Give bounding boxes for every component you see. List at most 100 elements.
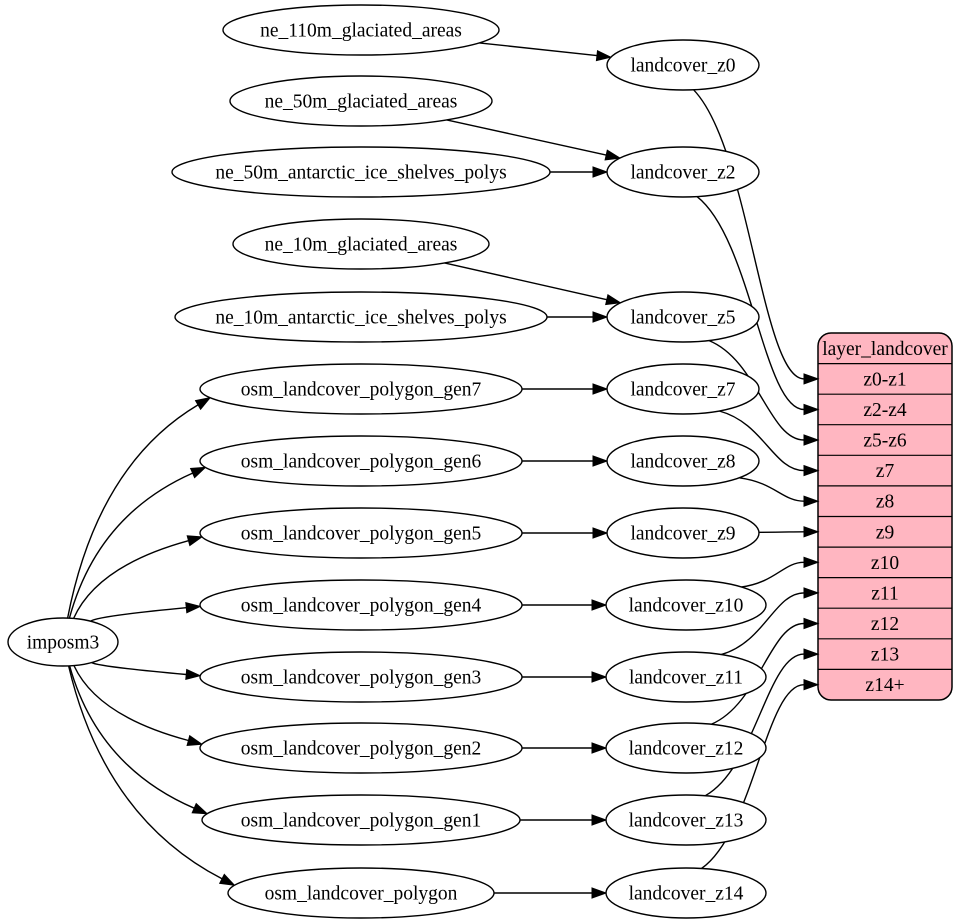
node-label: ne_10m_glaciated_areas [265,235,458,256]
edge-landcover_z9-layer_landcover-z9 [758,531,805,533]
table-row-label: z5-z6 [863,431,907,452]
node-label: ne_50m_antarctic_ice_shelves_polys [215,163,506,184]
table-layer_landcover: layer_landcoverz0-z1z2-z4z5-z6z7z8z9z10z… [817,332,953,701]
arrowhead [803,403,820,416]
table-row-label: z14+ [865,675,904,696]
node-label: osm_landcover_polygon_gen2 [241,739,481,760]
edge-landcover_z7-layer_landcover-z7 [719,410,805,472]
table-row-label: z12 [871,614,899,635]
node-label: landcover_z13 [629,811,744,832]
node-ellipse [606,507,760,559]
arrowhead [186,734,204,746]
arrowhead [185,668,202,681]
arrowhead [592,311,609,323]
node-ellipse [605,867,767,919]
arrowhead [189,466,207,479]
node-ellipse [199,722,523,774]
node-ne_10m_antarctic_ice_shelves_polys: ne_10m_antarctic_ice_shelves_polys [174,291,548,343]
node-label: landcover_z5 [630,308,735,329]
node-label: osm_landcover_polygon_gen1 [241,811,481,832]
node-ne_10m_glaciated_areas: ne_10m_glaciated_areas [232,218,490,270]
node-landcover_z14: landcover_z14 [605,867,767,919]
node-label: imposm3 [27,633,100,654]
node-osm_landcover_polygon_gen7: osm_landcover_polygon_gen7 [199,363,523,415]
arrowhead [194,396,212,411]
edge-landcover_z5-layer_landcover-z5-z6 [708,339,805,441]
arrowhead [803,495,820,507]
node-landcover_z2: landcover_z2 [606,146,760,198]
arrowhead [803,648,820,660]
arrowhead [186,535,204,547]
node-landcover_z12: landcover_z12 [605,722,767,774]
node-label: landcover_z2 [630,163,735,184]
edges-layer [66,42,820,899]
node-ne_50m_antarctic_ice_shelves_polys: ne_50m_antarctic_ice_shelves_polys [171,146,551,198]
node-ellipse [605,579,767,631]
table-row-label: z0-z1 [863,369,906,390]
node-ellipse [227,867,495,919]
arrowhead [591,814,608,826]
table-row-label: z7 [876,461,895,482]
edge-ne_110m_glaciated_areas-landcover_z0 [479,42,597,57]
node-label: landcover_z12 [629,739,744,760]
node-landcover_z11: landcover_z11 [605,651,767,703]
node-ellipse [199,651,523,703]
edge-ne_10m_glaciated_areas-landcover_z5 [444,262,607,301]
edge-landcover_z14-layer_landcover-z14+ [701,684,805,870]
node-osm_landcover_polygon_gen2: osm_landcover_polygon_gen2 [199,722,523,774]
arrowhead [591,599,608,611]
node-landcover_z10: landcover_z10 [605,579,767,631]
node-landcover_z8: landcover_z8 [606,435,760,487]
arrowhead [591,742,608,754]
node-label: osm_landcover_polygon_gen4 [241,596,482,617]
node-landcover_z0: landcover_z0 [606,39,760,91]
arrowhead [591,887,608,899]
table-row-label: z8 [876,492,894,513]
edge-landcover_z8-layer_landcover-z8 [739,477,805,502]
node-ellipse [222,4,500,56]
edge-landcover_z13-layer_landcover-z13 [704,653,805,797]
node-label: ne_50m_glaciated_areas [265,92,458,113]
node-ellipse [7,617,119,667]
arrowhead [191,802,209,815]
node-osm_landcover_polygon_gen6: osm_landcover_polygon_gen6 [199,435,523,487]
arrowhead [803,678,820,691]
node-landcover_z9: landcover_z9 [606,507,760,559]
node-ellipse [605,794,767,846]
node-ellipse [606,363,760,415]
node-ellipse [174,291,548,343]
node-label: landcover_z11 [629,668,743,689]
node-ne_50m_glaciated_areas: ne_50m_glaciated_areas [229,75,493,127]
edge-ne_50m_glaciated_areas-landcover_z2 [446,119,607,156]
node-ellipse [606,435,760,487]
arrowhead [803,373,820,385]
node-ellipse [232,218,490,270]
node-label: landcover_z14 [629,884,744,905]
arrowhead [803,617,820,630]
node-osm_landcover_polygon_gen5: osm_landcover_polygon_gen5 [199,507,523,559]
node-label: osm_landcover_polygon_gen3 [241,668,481,689]
node-ellipse [606,39,760,91]
edge-landcover_z10-layer_landcover-z10 [741,561,805,588]
table-row-label: z11 [871,583,898,604]
node-ellipse [605,651,767,703]
arrowhead [592,383,609,395]
node-label: landcover_z9 [630,524,735,545]
edge-landcover_z11-layer_landcover-z11 [721,592,805,656]
table-header: layer_landcover [822,339,948,360]
node-osm_landcover_polygon_gen1: osm_landcover_polygon_gen1 [201,794,521,846]
node-label: ne_10m_antarctic_ice_shelves_polys [215,308,506,329]
edge-imposm3-osm_landcover_polygon_gen5 [72,540,189,619]
table-row-label: z13 [871,645,899,666]
arrowhead [591,671,608,683]
node-landcover_z13: landcover_z13 [605,794,767,846]
edge-landcover_z12-layer_landcover-z12 [710,622,805,725]
node-imposm3: imposm3 [7,617,119,667]
node-label: landcover_z7 [630,380,735,401]
node-label: ne_110m_glaciated_areas [260,21,462,42]
node-label: osm_landcover_polygon_gen5 [241,524,481,545]
node-ellipse [199,507,523,559]
arrowhead [803,587,820,599]
